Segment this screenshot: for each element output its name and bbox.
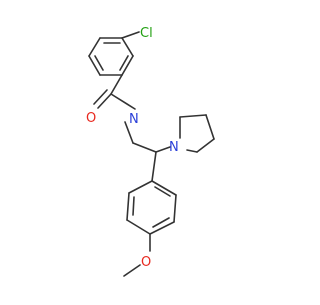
bond bbox=[151, 151, 157, 182]
bond-double bbox=[154, 186, 171, 197]
atom-labels: Cl O N N O bbox=[86, 26, 179, 270]
bond bbox=[155, 146, 171, 153]
atom-label-n-amide: N bbox=[129, 112, 139, 127]
bond bbox=[179, 114, 207, 118]
bond-double bbox=[132, 196, 135, 216]
bond bbox=[151, 180, 177, 196]
bond bbox=[88, 55, 101, 76]
bond-double bbox=[119, 55, 129, 71]
atom-label-n-pyrrolidine: N bbox=[169, 140, 179, 155]
bond-double bbox=[94, 55, 104, 71]
bond bbox=[110, 93, 136, 110]
bond-double bbox=[152, 217, 170, 228]
bond bbox=[173, 194, 177, 223]
bonds bbox=[88, 31, 215, 277]
bond bbox=[126, 219, 151, 235]
bond bbox=[110, 74, 123, 95]
bond bbox=[97, 93, 112, 109]
bond bbox=[121, 31, 140, 39]
bond-double bbox=[93, 89, 108, 105]
bond bbox=[121, 55, 134, 76]
bond bbox=[124, 121, 134, 144]
bond bbox=[128, 180, 153, 194]
bond bbox=[196, 138, 215, 153]
atom-label-o-amide: O bbox=[86, 111, 96, 126]
bond bbox=[132, 142, 157, 153]
bond bbox=[123, 264, 141, 277]
bond bbox=[205, 114, 215, 140]
bond bbox=[121, 37, 134, 57]
bond bbox=[126, 192, 130, 221]
bond bbox=[149, 221, 175, 235]
bond bbox=[88, 37, 101, 57]
molecule-canvas: Cl O N N O bbox=[86, 26, 215, 277]
molecule-structure: Cl O N N O bbox=[86, 26, 215, 277]
atom-label-cl: Cl bbox=[140, 26, 153, 41]
bond bbox=[186, 149, 198, 153]
atom-label-o-methoxy: O bbox=[141, 255, 151, 270]
